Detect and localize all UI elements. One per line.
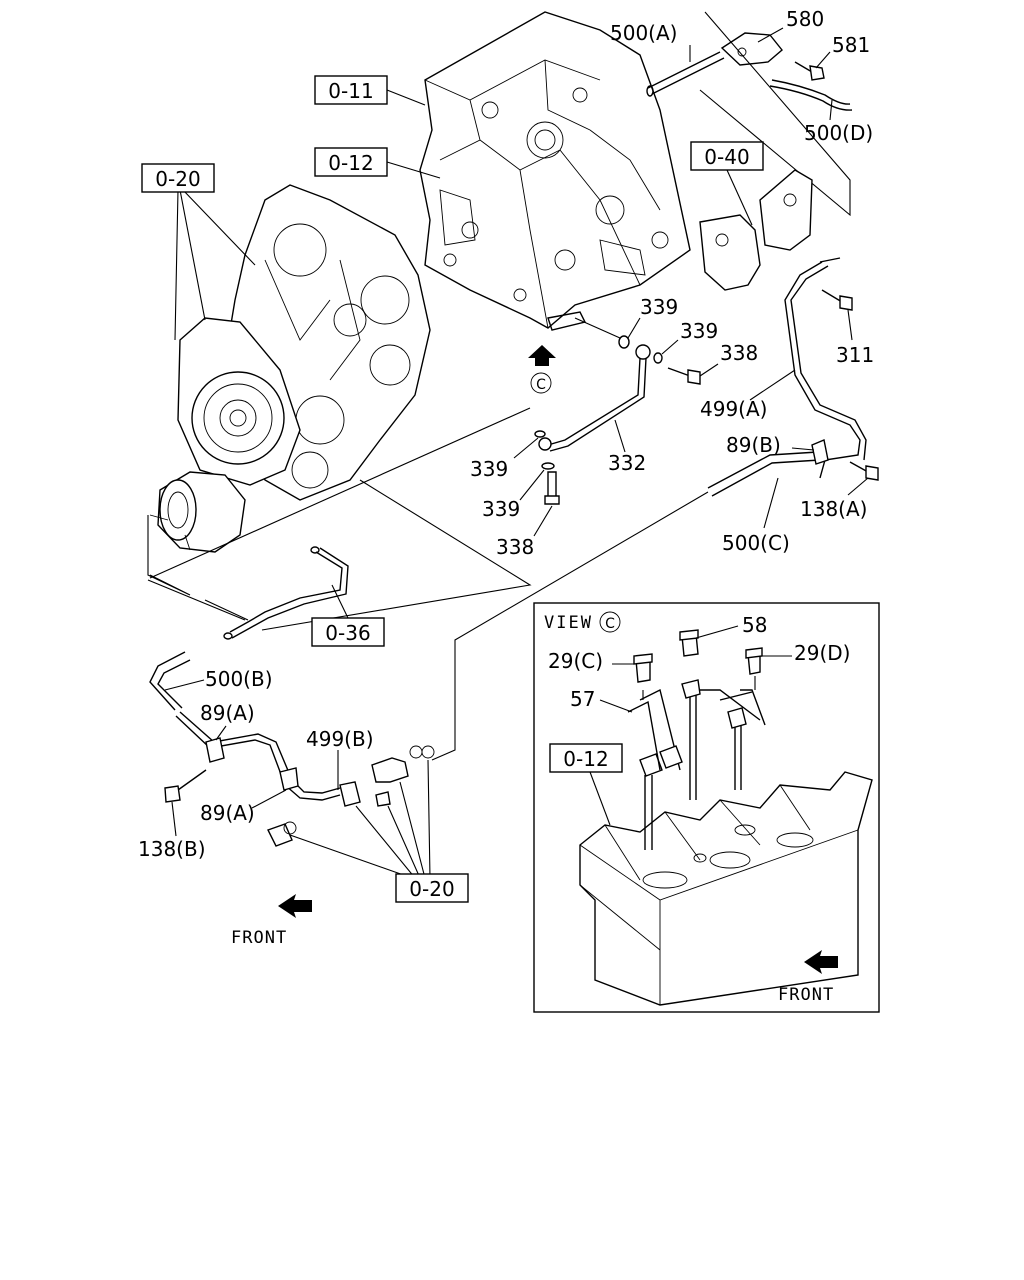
ref-box-0-12-view[interactable] xyxy=(549,743,623,773)
sensor-0-20 xyxy=(267,745,435,847)
callout-332: 332 xyxy=(608,451,646,475)
ref-box-0-20-top[interactable] xyxy=(141,163,215,193)
hose-500D xyxy=(769,79,853,111)
callout-580: 580 xyxy=(786,7,824,31)
bolt-581 xyxy=(794,61,825,81)
callout-138A: 138(A) xyxy=(800,497,867,521)
callout-58: 58 xyxy=(742,613,767,637)
ref-label-0-20-bottom: 0-20 xyxy=(409,877,454,901)
front-arrow-icon xyxy=(278,894,312,918)
callout-499A: 499(A) xyxy=(700,397,767,421)
view-marker-circle xyxy=(530,372,552,394)
callout-500B: 500(B) xyxy=(205,667,273,691)
inset-view-label: VIEW xyxy=(544,613,593,633)
callout-29D: 29(D) xyxy=(794,641,850,665)
ref-label-0-11: 0-11 xyxy=(328,79,373,103)
clip-89B xyxy=(811,439,829,465)
callout-89B: 89(B) xyxy=(726,433,781,457)
hose-500A xyxy=(646,51,725,97)
bolt-311 xyxy=(821,289,853,311)
view-c-inset: VIEW C xyxy=(533,602,880,1013)
callout-339-a: 339 xyxy=(640,295,678,319)
hose-500B xyxy=(149,651,191,711)
bolt-138A xyxy=(849,461,879,481)
ref-box-0-11[interactable] xyxy=(314,75,388,105)
front-cover-pulley xyxy=(177,317,301,486)
callout-339-d: 339 xyxy=(482,497,520,521)
washer-339-d xyxy=(541,462,555,470)
bolt-338-a xyxy=(667,367,701,385)
ref-label-0-36: 0-36 xyxy=(325,621,370,645)
callout-29C: 29(C) xyxy=(548,649,603,673)
callout-138B: 138(B) xyxy=(138,837,206,861)
inset-front-label: FRONT xyxy=(778,985,834,1005)
pipe-499A xyxy=(784,257,867,479)
callout-338-b: 338 xyxy=(496,535,534,559)
callout-338-a: 338 xyxy=(720,341,758,365)
callout-311: 311 xyxy=(836,343,874,367)
ref-label-0-40: 0-40 xyxy=(704,145,749,169)
callout-581: 581 xyxy=(832,33,870,57)
callout-339-b: 339 xyxy=(680,319,718,343)
hose-500C xyxy=(707,451,821,497)
bracket-0-40 xyxy=(699,169,813,291)
ref-box-0-20-bottom[interactable] xyxy=(395,873,469,903)
ref-label-0-12-view: 0-12 xyxy=(563,747,608,771)
connector-580 xyxy=(720,32,783,66)
ref-label-0-12-top: 0-12 xyxy=(328,151,373,175)
bolt-338-b xyxy=(544,471,560,505)
callout-57: 57 xyxy=(570,687,595,711)
callout-500A: 500(A) xyxy=(610,21,677,45)
callout-500D: 500(D) xyxy=(804,121,873,145)
washer-339-a xyxy=(618,335,630,349)
callout-89A-bottom: 89(A) xyxy=(200,801,255,825)
oil-pipe-332 xyxy=(538,344,651,452)
pipe-0-36 xyxy=(223,546,349,640)
washer-339-c xyxy=(534,430,546,438)
callout-339-c: 339 xyxy=(470,457,508,481)
washer-339-b xyxy=(653,352,663,364)
callout-499B: 499(B) xyxy=(306,727,374,751)
front-label: FRONT xyxy=(231,928,287,948)
inset-view-marker: C xyxy=(605,616,615,632)
cylinder-block xyxy=(419,11,691,331)
inset-front-arrow-icon xyxy=(804,950,838,974)
ref-label-0-20-top: 0-20 xyxy=(155,167,200,191)
callout-89A-top: 89(A) xyxy=(200,701,255,725)
callout-500C: 500(C) xyxy=(722,531,790,555)
clip-89A-top xyxy=(205,737,225,763)
vacuum-pump xyxy=(149,471,246,553)
view-marker: C xyxy=(536,377,546,393)
clip-89A-bottom xyxy=(279,767,299,791)
bolt-138B xyxy=(164,769,207,803)
pipe-499B xyxy=(175,711,341,801)
view-arrow xyxy=(528,345,556,366)
